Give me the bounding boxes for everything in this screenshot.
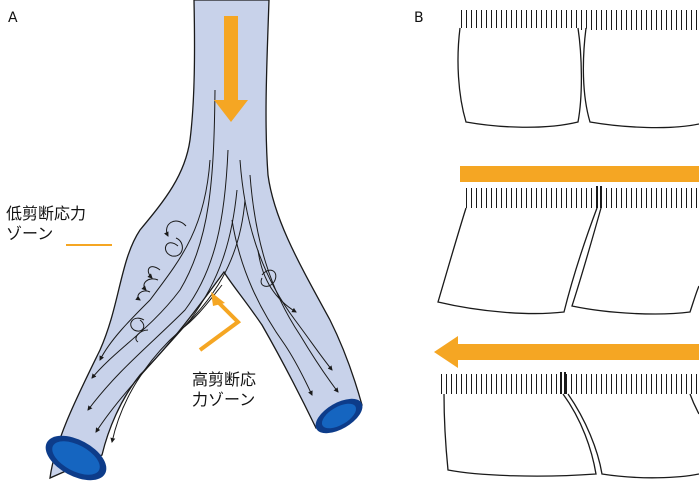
cells-no-flow (458, 10, 699, 128)
flow-bar-right (460, 166, 699, 182)
high-shear-pointer (200, 292, 238, 350)
vessel-bifurcation (38, 0, 368, 489)
cells-flow-left (434, 336, 699, 478)
cells-flow-right (438, 166, 699, 314)
flow-arrow-left (434, 336, 699, 368)
vessel-body (50, 0, 362, 478)
